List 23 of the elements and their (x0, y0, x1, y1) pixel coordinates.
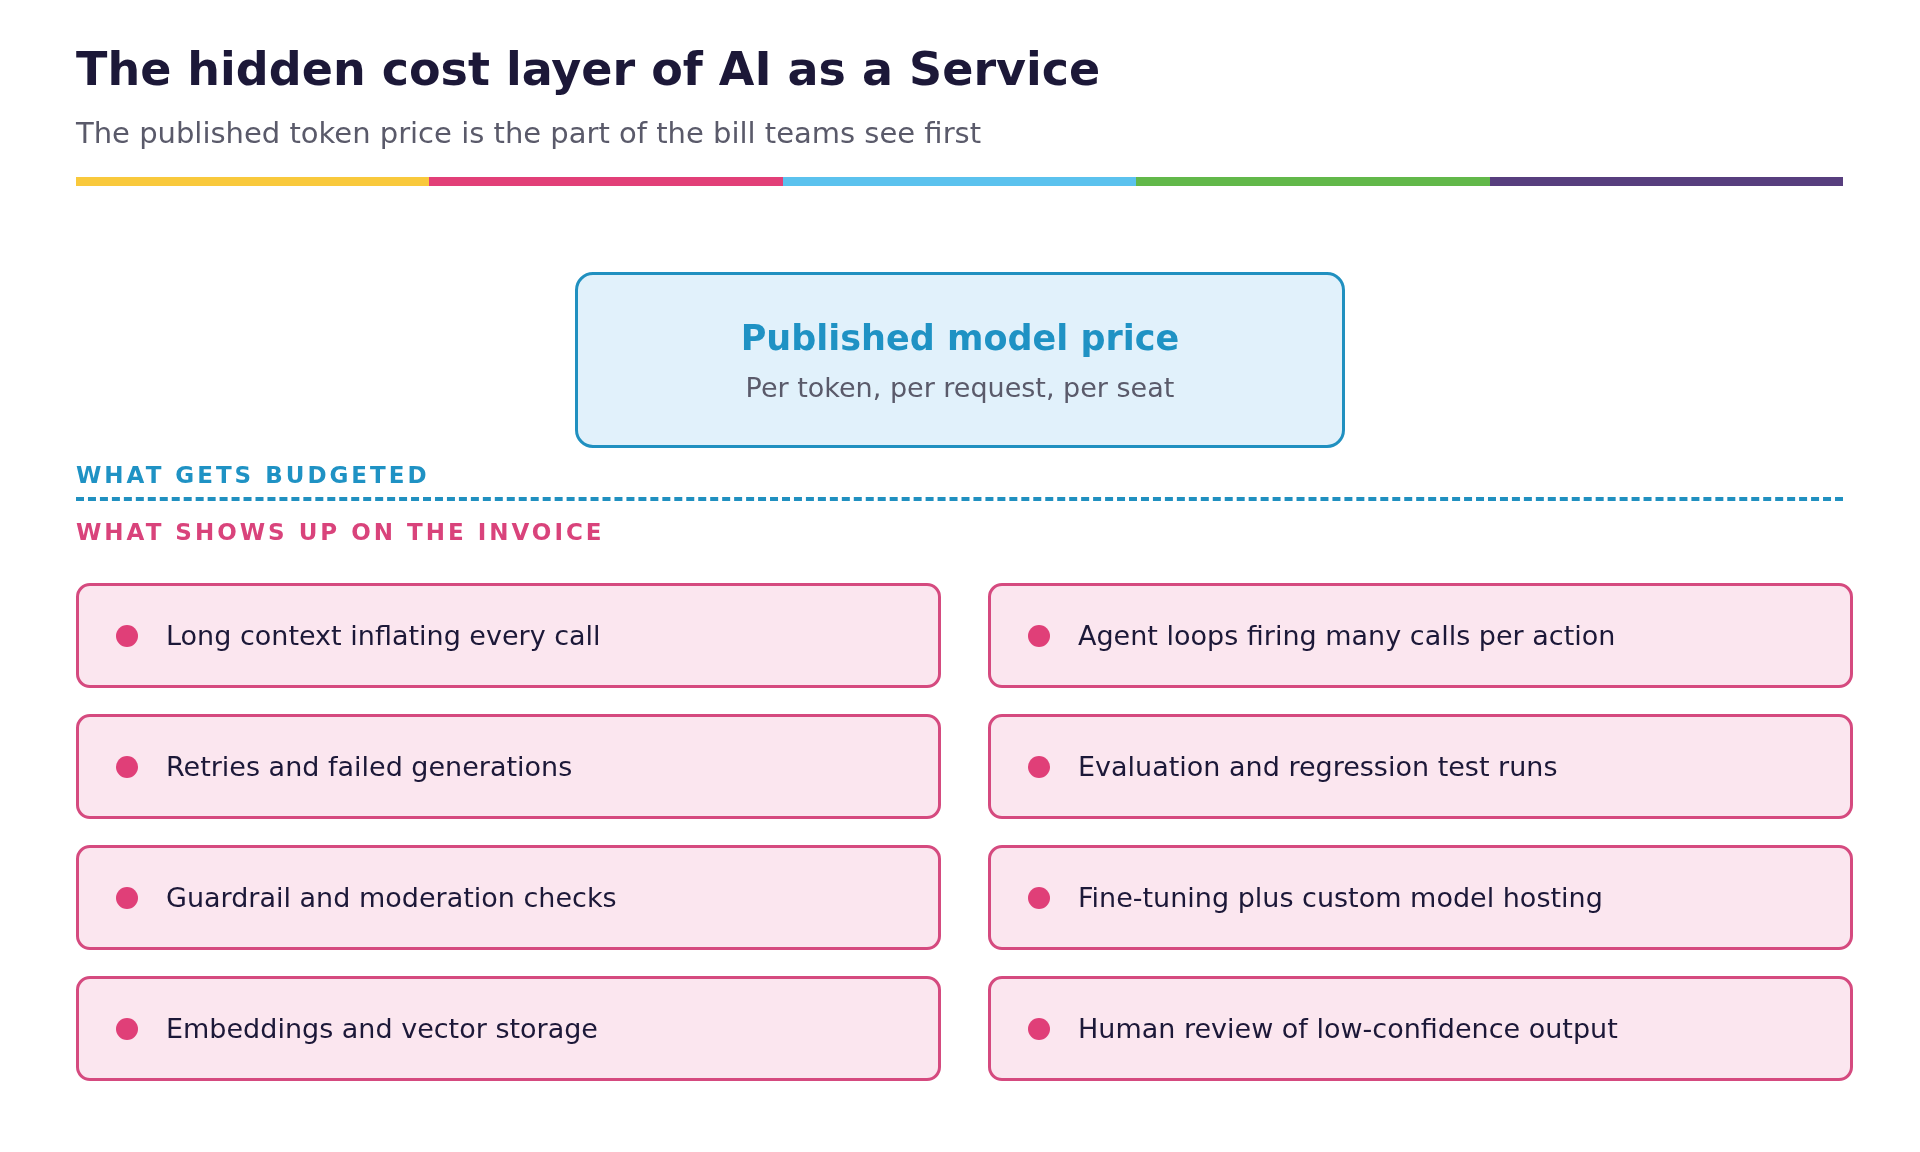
cost-card (76, 583, 941, 688)
card-text: Long context inflating every call (166, 620, 601, 651)
card-text: Evaluation and regression test runs (1078, 751, 1558, 782)
card-text: Retries and failed generations (166, 751, 573, 782)
cost-card (76, 976, 941, 1081)
cost-card (76, 714, 941, 819)
section-heading: WHAT GETS BUDGETED (76, 462, 430, 488)
card-text: Embeddings and vector storage (166, 1013, 598, 1044)
card-text: Human review of low-confidence output (1078, 1013, 1618, 1044)
section-heading: WHAT SHOWS UP ON THE INVOICE (76, 519, 605, 545)
price-box (575, 272, 1345, 448)
card-text: Guardrail and moderation checks (166, 882, 617, 913)
cost-card (988, 976, 1853, 1081)
cost-card (988, 714, 1853, 819)
cost-card (988, 845, 1853, 950)
cost-card (76, 845, 941, 950)
box-subtext: Per token, per request, per seat (745, 371, 1175, 403)
cost-card (988, 583, 1853, 688)
card-text: Fine-tuning plus custom model hosting (1078, 882, 1603, 913)
diagram-title: The hidden cost layer of AI as a Service (76, 42, 1101, 96)
box-heading: Published model price (740, 317, 1180, 358)
card-text: Agent loops firing many calls per action (1078, 620, 1616, 651)
subtitle: The published token price is the part of the bill teams see first (76, 116, 982, 150)
